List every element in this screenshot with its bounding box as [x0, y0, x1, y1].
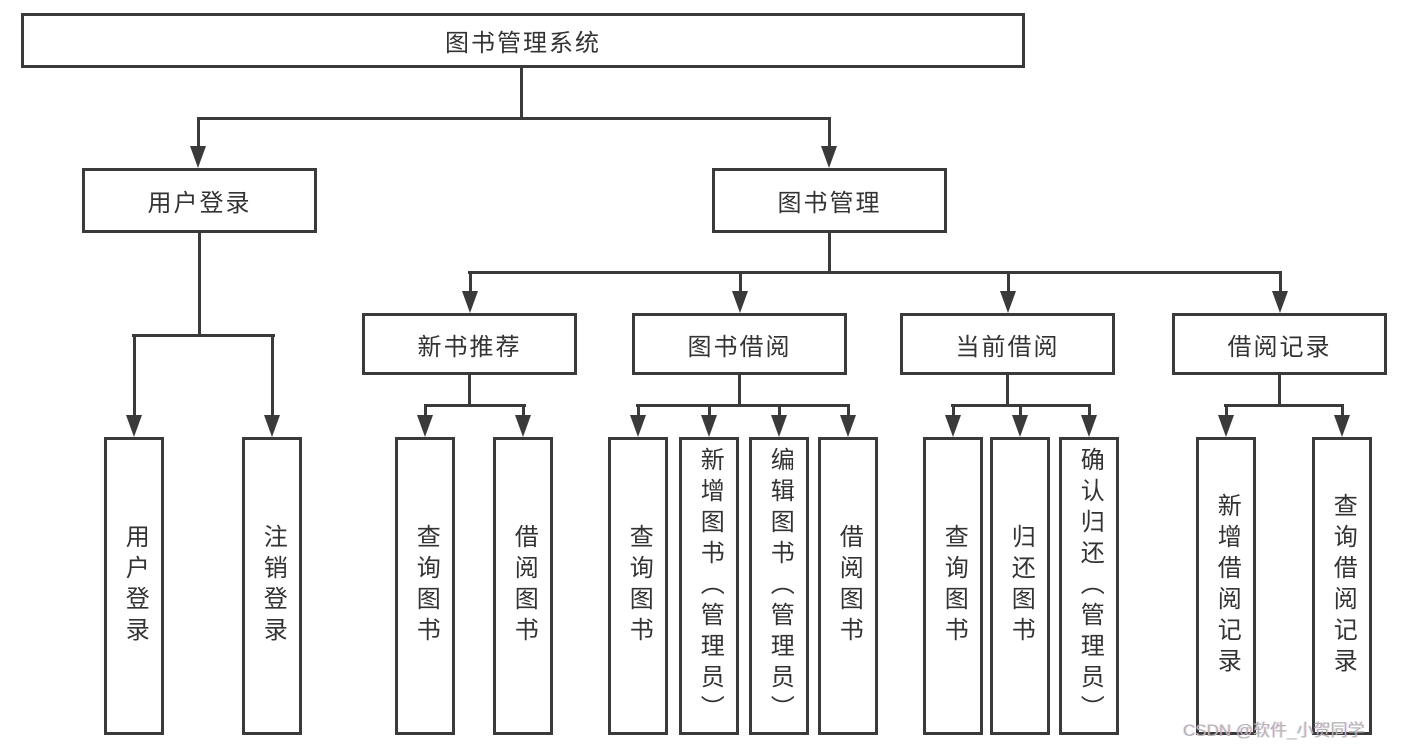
- leaf-nb-borrow-books-label: 借阅图书: [510, 524, 538, 648]
- connector-br-add-drop: [1225, 404, 1228, 419]
- connector-cb-query-drop: [952, 404, 955, 419]
- leaf-cb-return-books: 归还图书: [990, 437, 1050, 735]
- leaf-br-query-record: 查询借阅记录: [1312, 437, 1372, 735]
- leaf-br-add-record: 新增借阅记录: [1196, 437, 1256, 735]
- node-new-book-recommend-label: 新书推荐: [417, 333, 522, 361]
- node-user-login-label: 用户登录: [147, 190, 252, 217]
- arrow-down-icon: [732, 291, 748, 313]
- leaf-bb-query-books-label: 查询图书: [625, 524, 653, 648]
- connector-cb-confirm-drop: [1088, 404, 1091, 419]
- leaf-cb-confirm-return-admin: 确认归还（管理员）: [1059, 437, 1119, 735]
- connector-borrow-record-drop: [1279, 271, 1282, 293]
- connector-nb-borrow-drop: [522, 404, 525, 419]
- node-user-login: 用户登录: [82, 168, 317, 233]
- connector-new-book-drop: [469, 271, 472, 293]
- leaf-logout-label: 注销登录: [259, 524, 287, 648]
- node-current-borrow: 当前借阅: [900, 313, 1115, 375]
- connector-nb-query-drop: [424, 404, 427, 419]
- node-root: 图书管理系统: [21, 13, 1025, 68]
- leaf-br-query-record-label: 查询借阅记录: [1329, 493, 1357, 679]
- arrow-down-icon: [701, 415, 717, 437]
- connector-book-borrow-stem: [738, 375, 741, 406]
- connector-level3-rail: [468, 271, 1282, 274]
- arrow-down-icon: [1012, 415, 1028, 437]
- arrow-down-icon: [630, 415, 646, 437]
- leaf-bb-query-books: 查询图书: [608, 437, 668, 735]
- connector-book-mgmt-drop: [828, 117, 831, 149]
- arrow-down-icon: [462, 291, 478, 313]
- leaf-cb-return-books-label: 归还图书: [1007, 524, 1035, 648]
- connector-user-login-rail: [132, 334, 275, 337]
- leaf-nb-borrow-books: 借阅图书: [493, 437, 553, 735]
- node-root-label: 图书管理系统: [445, 30, 601, 57]
- connector-borrow-record-rail: [1224, 404, 1344, 407]
- arrow-down-icon: [1218, 415, 1234, 437]
- connector-cb-return-drop: [1019, 404, 1022, 419]
- node-current-borrow-label: 当前借阅: [955, 333, 1060, 361]
- leaf-bb-borrow-books-label: 借阅图书: [835, 524, 863, 648]
- connector-bb-borrow-drop: [847, 404, 850, 419]
- arrow-down-icon: [771, 415, 787, 437]
- arrow-down-icon: [190, 146, 206, 168]
- connector-current-borrow-drop: [1007, 271, 1010, 293]
- arrow-down-icon: [1334, 415, 1350, 437]
- arrow-down-icon: [515, 415, 531, 437]
- connector-user-login-stem: [198, 233, 201, 336]
- connector-root-stem: [520, 68, 523, 120]
- leaf-bb-edit-books-admin: 编辑图书（管理员）: [749, 437, 809, 735]
- leaf-nb-query-books: 查询图书: [395, 437, 455, 735]
- leaf-logout: 注销登录: [242, 437, 302, 735]
- leaf-cb-confirm-return-admin-label: 确认归还（管理员）: [1076, 446, 1104, 726]
- leaf-user-login: 用户登录: [104, 437, 164, 735]
- arrow-down-icon: [1000, 291, 1016, 313]
- connector-book-mgmt-stem: [828, 233, 831, 273]
- leaf-bb-edit-books-admin-label: 编辑图书（管理员）: [766, 446, 794, 726]
- connector-new-book-rail: [424, 404, 526, 407]
- connector-br-query-drop: [1341, 404, 1344, 419]
- connector-bb-edit-drop: [778, 404, 781, 419]
- arrow-down-icon: [1081, 415, 1097, 437]
- arrow-down-icon: [840, 415, 856, 437]
- connector-level2-rail: [197, 117, 831, 120]
- connector-new-book-stem: [468, 375, 471, 406]
- arrow-down-icon: [945, 415, 961, 437]
- node-book-management-label: 图书管理: [777, 190, 882, 217]
- arrow-down-icon: [264, 415, 280, 437]
- connector-book-borrow-drop: [739, 271, 742, 293]
- node-book-management: 图书管理: [712, 168, 947, 233]
- connector-current-borrow-stem: [1006, 375, 1009, 406]
- leaf-nb-query-books-label: 查询图书: [412, 524, 440, 648]
- arrow-down-icon: [126, 415, 142, 437]
- leaf-cb-query-books-label: 查询图书: [940, 524, 968, 648]
- connector-borrow-record-stem: [1278, 375, 1281, 406]
- arrow-down-icon: [821, 146, 837, 168]
- leaf-cb-query-books: 查询图书: [923, 437, 983, 735]
- connector-bb-add-drop: [708, 404, 711, 419]
- node-book-borrow: 图书借阅: [632, 313, 847, 375]
- leaf-bb-borrow-books: 借阅图书: [818, 437, 878, 735]
- arrow-down-icon: [417, 415, 433, 437]
- leaf-bb-add-books-admin: 新增图书（管理员）: [679, 437, 739, 735]
- arrow-down-icon: [1272, 291, 1288, 313]
- connector-leaf-user-login-drop: [133, 334, 136, 419]
- node-book-borrow-label: 图书借阅: [687, 333, 792, 361]
- connector-bb-query-drop: [637, 404, 640, 419]
- connector-book-borrow-rail: [636, 404, 850, 407]
- connector-user-login-drop: [197, 117, 200, 149]
- node-borrow-record: 借阅记录: [1172, 313, 1387, 375]
- connector-leaf-logout-drop: [271, 334, 274, 419]
- node-new-book-recommend: 新书推荐: [362, 313, 577, 375]
- leaf-br-add-record-label: 新增借阅记录: [1213, 493, 1241, 679]
- watermark: CSDN @软件_小贺同学: [1183, 721, 1365, 740]
- leaf-bb-add-books-admin-label: 新增图书（管理员）: [696, 446, 724, 726]
- node-borrow-record-label: 借阅记录: [1227, 333, 1332, 361]
- leaf-user-login-label: 用户登录: [121, 524, 149, 648]
